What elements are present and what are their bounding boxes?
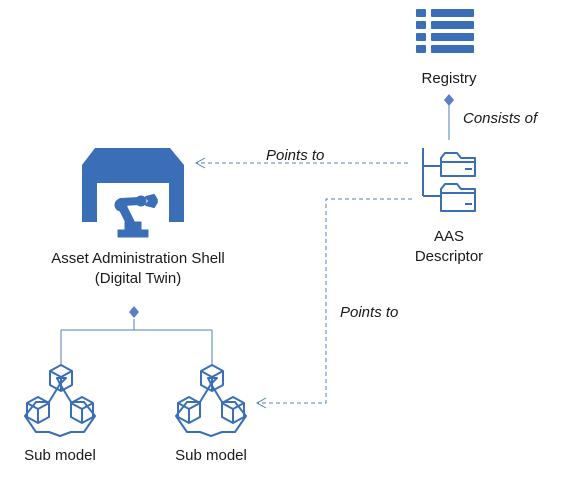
points-to-shell-label: Points to bbox=[266, 147, 325, 164]
shell-label-line1: Asset Administration Shell bbox=[51, 250, 225, 267]
shell-label-line2: (Digital Twin) bbox=[94, 270, 182, 287]
shell-submodel-connector bbox=[60, 319, 213, 365]
points-to-submodel-label: Points to bbox=[340, 304, 399, 321]
submodel-label: Sub model bbox=[24, 447, 96, 464]
descriptor-label-line1: AAS bbox=[433, 228, 464, 245]
registry-label: Registry bbox=[421, 70, 477, 87]
composition-diamond bbox=[444, 94, 454, 106]
submodel-label: Sub model bbox=[175, 447, 247, 464]
points-to-submodel-arrow bbox=[255, 198, 412, 409]
robot-arm-shell-icon bbox=[82, 148, 184, 238]
descriptor-label-line2: Descriptor bbox=[414, 248, 484, 265]
cubes-icon bbox=[24, 364, 96, 437]
cubes-icon bbox=[175, 364, 247, 437]
points-to-shell-arrow bbox=[194, 157, 408, 169]
consists-of-connector bbox=[444, 94, 454, 140]
registry-list-icon bbox=[416, 9, 474, 53]
consists-of-label: Consists of bbox=[463, 110, 538, 127]
composition-diamond bbox=[129, 306, 139, 318]
folder-tree-icon bbox=[422, 148, 476, 212]
